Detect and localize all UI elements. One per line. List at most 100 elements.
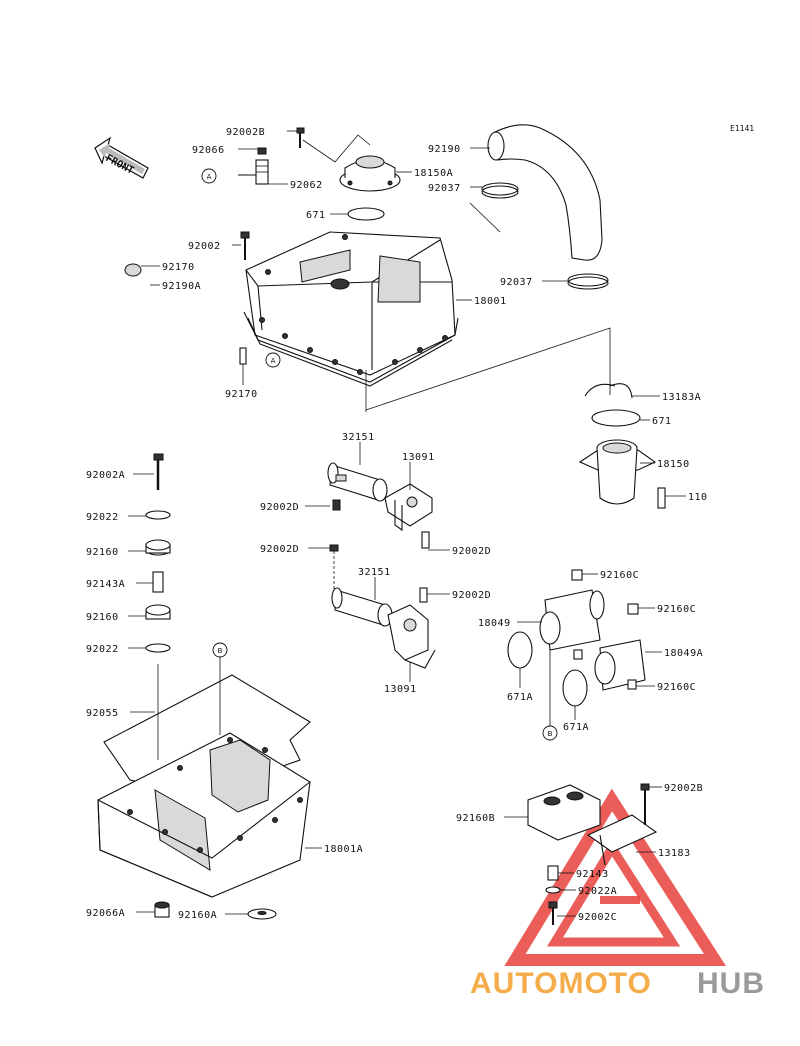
- label-92002B-top: 92002B: [226, 127, 265, 138]
- label-18001A: 18001A: [324, 844, 363, 855]
- label-18049A: 18049A: [664, 648, 703, 659]
- bolt-92002B-top: [296, 127, 305, 148]
- damper-92160-bot: [145, 604, 171, 620]
- label-92002A: 92002A: [86, 470, 125, 481]
- label-92190: 92190: [428, 144, 461, 155]
- o-ring-671A-b: [562, 669, 588, 707]
- label-18001: 18001: [474, 296, 507, 307]
- clamp-92170-top: [124, 263, 142, 277]
- label-32151-top: 32151: [342, 432, 375, 443]
- label-18150A: 18150A: [414, 168, 453, 179]
- label-92143A: 92143A: [86, 579, 125, 590]
- damper-92160-top: [145, 539, 171, 556]
- watermark-triangle-logo: [504, 788, 726, 966]
- o-ring-671: [347, 207, 385, 221]
- svg-text:A: A: [271, 357, 276, 365]
- label-18049: 18049: [478, 618, 511, 629]
- valve-32151-bot: [329, 544, 393, 627]
- valve-32151-top: [327, 462, 388, 511]
- ref-circle-a-mid: A: [265, 352, 281, 368]
- collar-92143A: [152, 571, 164, 593]
- label-92062: 92062: [290, 180, 323, 191]
- label-92055: 92055: [86, 708, 119, 719]
- bolt-92002A: [153, 453, 164, 490]
- fitting-92062: [238, 147, 269, 185]
- leader-lines: [128, 130, 686, 917]
- o-ring-671A-a: [507, 631, 533, 669]
- diagram-code: E1141: [730, 124, 754, 133]
- label-92066A: 92066A: [86, 908, 125, 919]
- label-92002: 92002: [188, 241, 221, 252]
- hose-92190: [487, 124, 603, 261]
- breather-body-18150: [578, 383, 666, 509]
- bracket-13091-bot: [387, 587, 436, 669]
- oil-pan-18001A: [97, 732, 311, 898]
- washer-92022-top: [145, 510, 171, 520]
- watermark-brand-b: HUB: [697, 967, 765, 1000]
- label-671A-b: 671A: [563, 722, 589, 733]
- washer-92022A: [545, 886, 561, 894]
- bolt-92002: [240, 231, 250, 260]
- label-92160A: 92160A: [178, 910, 217, 921]
- clamp-92170-bot: [239, 347, 247, 365]
- label-13183: 13183: [658, 848, 691, 859]
- label-92160C-c: 92160C: [657, 682, 696, 693]
- label-92002D-d: 92002D: [452, 590, 491, 601]
- label-92022-bot: 92022: [86, 644, 119, 655]
- label-92002D-a: 92002D: [260, 502, 299, 513]
- label-92160B: 92160B: [456, 813, 495, 824]
- bolt-92002B-bot: [640, 783, 650, 825]
- label-92160C-a: 92160C: [600, 570, 639, 581]
- label-92160-bot: 92160: [86, 612, 119, 623]
- label-671-right: 671: [652, 416, 672, 427]
- holder-18049: [539, 569, 605, 660]
- label-13091-top: 13091: [402, 452, 435, 463]
- breather-cap-18150A: [339, 155, 401, 192]
- bolt-92002C: [548, 901, 558, 925]
- label-92022A: 92022A: [578, 886, 617, 897]
- cylinder-head-cover-18001: [243, 231, 459, 387]
- watermark: [504, 788, 726, 966]
- front-arrow-icon: FRONT: [94, 136, 149, 179]
- svg-text:B: B: [548, 730, 553, 738]
- ref-circle-b-left: B: [212, 642, 228, 658]
- label-92143: 92143: [576, 869, 609, 880]
- clamp-92037-top: [481, 182, 519, 196]
- label-92037-top: 92037: [428, 183, 461, 194]
- svg-text:A: A: [207, 173, 212, 181]
- label-32151-bot: 32151: [358, 567, 391, 578]
- label-671: 671: [306, 210, 326, 221]
- label-92002C: 92002C: [578, 912, 617, 923]
- part-labels: 92002B 92066 92062 18150A 92190 92037 67…: [86, 127, 708, 923]
- ref-circle-b-right: B: [542, 725, 558, 741]
- watermark-text: AUTOMOTO HUB: [470, 967, 765, 1000]
- clamp-92037-mid: [567, 273, 609, 287]
- watermark-brand-a: AUTOMOTO: [470, 967, 652, 1000]
- ref-circle-a-top: A: [201, 168, 217, 184]
- washer-92022-bot: [145, 643, 171, 653]
- holder-18049A: [594, 603, 646, 691]
- damper-block-92160B: [527, 784, 601, 841]
- bracket-13091-top: [384, 483, 433, 549]
- label-18150: 18150: [657, 459, 690, 470]
- label-110: 110: [688, 492, 708, 503]
- collar-92143: [547, 865, 559, 881]
- label-92002B-bot: 92002B: [664, 783, 703, 794]
- label-671A-a: 671A: [507, 692, 533, 703]
- label-92160C-b: 92160C: [657, 604, 696, 615]
- plug-92066A: [154, 901, 170, 918]
- label-92002D-b: 92002D: [452, 546, 491, 557]
- svg-text:B: B: [218, 647, 223, 655]
- label-92190A: 92190A: [162, 281, 201, 292]
- label-92002D-c: 92002D: [260, 544, 299, 555]
- label-13183A: 13183A: [662, 392, 701, 403]
- label-92066: 92066: [192, 145, 225, 156]
- label-92170-bot: 92170: [225, 389, 258, 400]
- washer-92160A: [247, 908, 277, 920]
- label-92160-top: 92160: [86, 547, 119, 558]
- label-92037-mid: 92037: [500, 277, 533, 288]
- label-92170-top: 92170: [162, 262, 195, 273]
- hose-92190A: [124, 263, 247, 365]
